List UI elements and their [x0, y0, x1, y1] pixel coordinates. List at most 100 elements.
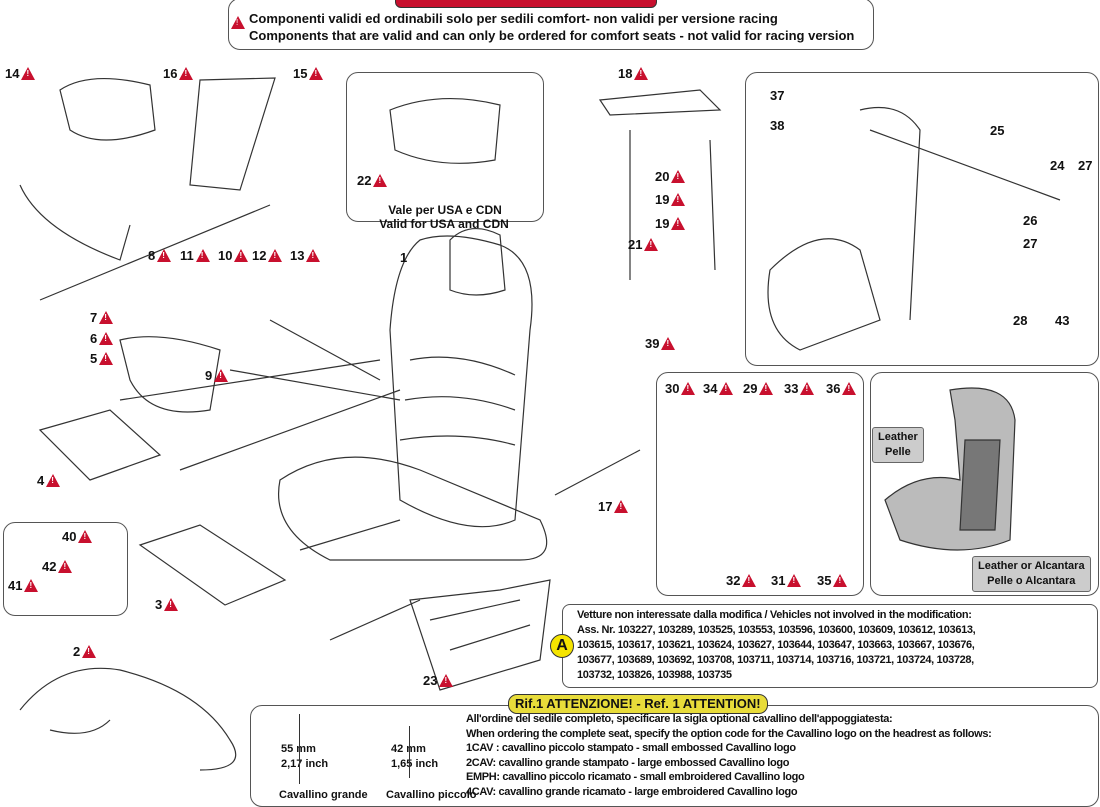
- warning-icon: [82, 645, 97, 658]
- warning-icon: [787, 574, 802, 587]
- warning-icon: [231, 16, 245, 29]
- callout-number: 5: [90, 351, 98, 366]
- callout-41[interactable]: 41: [8, 578, 39, 593]
- vehicles-line: 103677, 103689, 103692, 103708, 103711, …: [577, 654, 974, 666]
- callout-5[interactable]: 5: [90, 351, 114, 366]
- callout-43[interactable]: 43: [1055, 313, 1069, 328]
- callout-31[interactable]: 31: [771, 573, 802, 588]
- warning-icon: [681, 382, 696, 395]
- callout-3[interactable]: 3: [155, 597, 179, 612]
- warning-icon: [842, 382, 857, 395]
- part-15: [189, 77, 276, 191]
- part-17: [554, 449, 641, 496]
- callout-18[interactable]: 18: [618, 66, 649, 81]
- callout-40[interactable]: 40: [62, 529, 93, 544]
- callout-9[interactable]: 9: [205, 368, 229, 383]
- callout-number: 36: [826, 381, 841, 396]
- leather-it: Pelle: [885, 446, 911, 458]
- callout-26[interactable]: 26: [1023, 213, 1037, 228]
- callout-10[interactable]: 10: [218, 248, 249, 263]
- callout-42[interactable]: 42: [42, 559, 73, 574]
- callout-35[interactable]: 35: [817, 573, 848, 588]
- callout-number: 39: [645, 336, 660, 351]
- note-marker-a: A: [550, 634, 574, 658]
- clips-box: [656, 372, 864, 596]
- callout-number: 3: [155, 597, 163, 612]
- callout-number: 14: [5, 66, 20, 81]
- callout-38[interactable]: 38: [770, 118, 784, 133]
- callout-36[interactable]: 36: [826, 381, 857, 396]
- ref1-line: 1CAV : cavallino piccolo stampato - smal…: [466, 742, 796, 754]
- callout-number: 23: [423, 673, 438, 688]
- small-mm: 42 mm: [391, 743, 426, 755]
- callout-4[interactable]: 4: [37, 473, 61, 488]
- callout-number: 8: [148, 248, 156, 263]
- vehicles-line: 103615, 103617, 103621, 103624, 103627, …: [577, 639, 975, 651]
- callout-number: 41: [8, 578, 23, 593]
- part-4: [38, 409, 162, 481]
- vehicles-line: Ass. Nr. 103227, 103289, 103525, 103553,…: [577, 624, 976, 636]
- warning-icon: [195, 249, 210, 262]
- callout-11[interactable]: 11: [180, 248, 210, 263]
- callout-32[interactable]: 32: [726, 573, 757, 588]
- callout-20[interactable]: 20: [655, 169, 686, 184]
- callout-30[interactable]: 30: [665, 381, 696, 396]
- callout-23[interactable]: 23: [423, 673, 454, 688]
- alcantara-it: Pelle o Alcantara: [987, 575, 1076, 587]
- callout-27[interactable]: 27: [1078, 158, 1092, 173]
- part-22: [389, 97, 501, 164]
- warning-icon: [24, 579, 39, 592]
- callout-number: 6: [90, 331, 98, 346]
- callout-number: 27: [1023, 236, 1038, 251]
- part-14: [19, 78, 156, 261]
- callout-1[interactable]: 1: [400, 250, 407, 265]
- callout-37[interactable]: 37: [770, 88, 784, 103]
- warning-icon: [614, 500, 629, 513]
- callout-number: 20: [655, 169, 670, 184]
- notice-header: [395, 0, 657, 8]
- warning-icon: [164, 598, 179, 611]
- callout-17[interactable]: 17: [598, 499, 629, 514]
- warning-icon: [306, 249, 321, 262]
- callout-25[interactable]: 25: [990, 123, 1004, 138]
- callout-33[interactable]: 33: [784, 381, 815, 396]
- callout-8[interactable]: 8: [148, 248, 172, 263]
- callout-12[interactable]: 12: [252, 248, 283, 263]
- callout-15[interactable]: 15: [293, 66, 324, 81]
- callout-28[interactable]: 28: [1013, 313, 1027, 328]
- callout-22[interactable]: 22: [357, 173, 388, 188]
- callout-39[interactable]: 39: [645, 336, 676, 351]
- callout-number: 10: [218, 248, 233, 263]
- seat-backrest: [389, 235, 533, 528]
- callout-2[interactable]: 2: [73, 644, 97, 659]
- ref1-line: EMPH: cavallino piccolo ricamato - small…: [466, 771, 805, 783]
- callout-24[interactable]: 24: [1050, 158, 1064, 173]
- callout-number: 34: [703, 381, 718, 396]
- warning-icon: [214, 369, 229, 382]
- callout-13[interactable]: 13: [290, 248, 321, 263]
- callout-number: 37: [770, 88, 785, 103]
- callout-29[interactable]: 29: [743, 381, 774, 396]
- callout-34[interactable]: 34: [703, 381, 734, 396]
- callout-19[interactable]: 19: [655, 216, 686, 231]
- callout-19[interactable]: 19: [655, 192, 686, 207]
- callout-number: 30: [665, 381, 680, 396]
- callout-14[interactable]: 14: [5, 66, 36, 81]
- ref1-lines: All'ordine del sedile completo, specific…: [466, 712, 992, 799]
- warning-icon: [759, 382, 774, 395]
- callout-27[interactable]: 27: [1023, 236, 1037, 251]
- callout-7[interactable]: 7: [90, 310, 114, 325]
- warning-icon: [742, 574, 757, 587]
- warning-icon: [719, 382, 734, 395]
- callout-16[interactable]: 16: [163, 66, 194, 81]
- callout-number: 26: [1023, 213, 1038, 228]
- usa-box: Vale per USA e CDN: [346, 72, 544, 222]
- callout-number: 25: [990, 123, 1005, 138]
- cavallino-large-icon: [299, 714, 340, 784]
- callout-21[interactable]: 21: [628, 237, 659, 252]
- callout-6[interactable]: 6: [90, 331, 114, 346]
- callout-number: 11: [180, 248, 194, 263]
- part-18: [598, 89, 722, 280]
